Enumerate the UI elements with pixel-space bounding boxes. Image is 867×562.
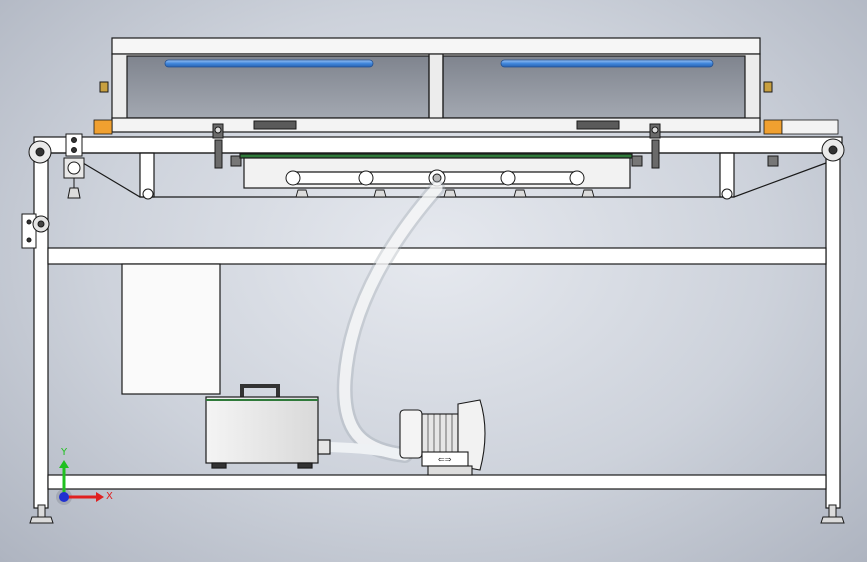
conveyor-belt <box>48 152 827 198</box>
platen-feet <box>295 189 595 198</box>
axis-x-label: X <box>106 491 113 502</box>
uv-hood <box>111 37 761 133</box>
control-box <box>121 263 221 395</box>
axis-triad-icon: X Y <box>56 447 113 505</box>
hood-handles <box>99 81 773 130</box>
leveling-feet <box>29 504 845 524</box>
uv-lamp <box>164 59 714 68</box>
end-pulleys <box>28 138 845 200</box>
hood-clamps <box>212 123 779 169</box>
vacuum-blower: ⇐⇒ <box>399 399 486 476</box>
left-tensioner <box>21 133 85 249</box>
manifold-ports <box>285 169 585 187</box>
power-unit <box>205 384 331 469</box>
svg-text:⇐⇒: ⇐⇒ <box>438 455 452 464</box>
orange-bracket <box>93 119 839 135</box>
axis-y-label: Y <box>60 447 68 458</box>
